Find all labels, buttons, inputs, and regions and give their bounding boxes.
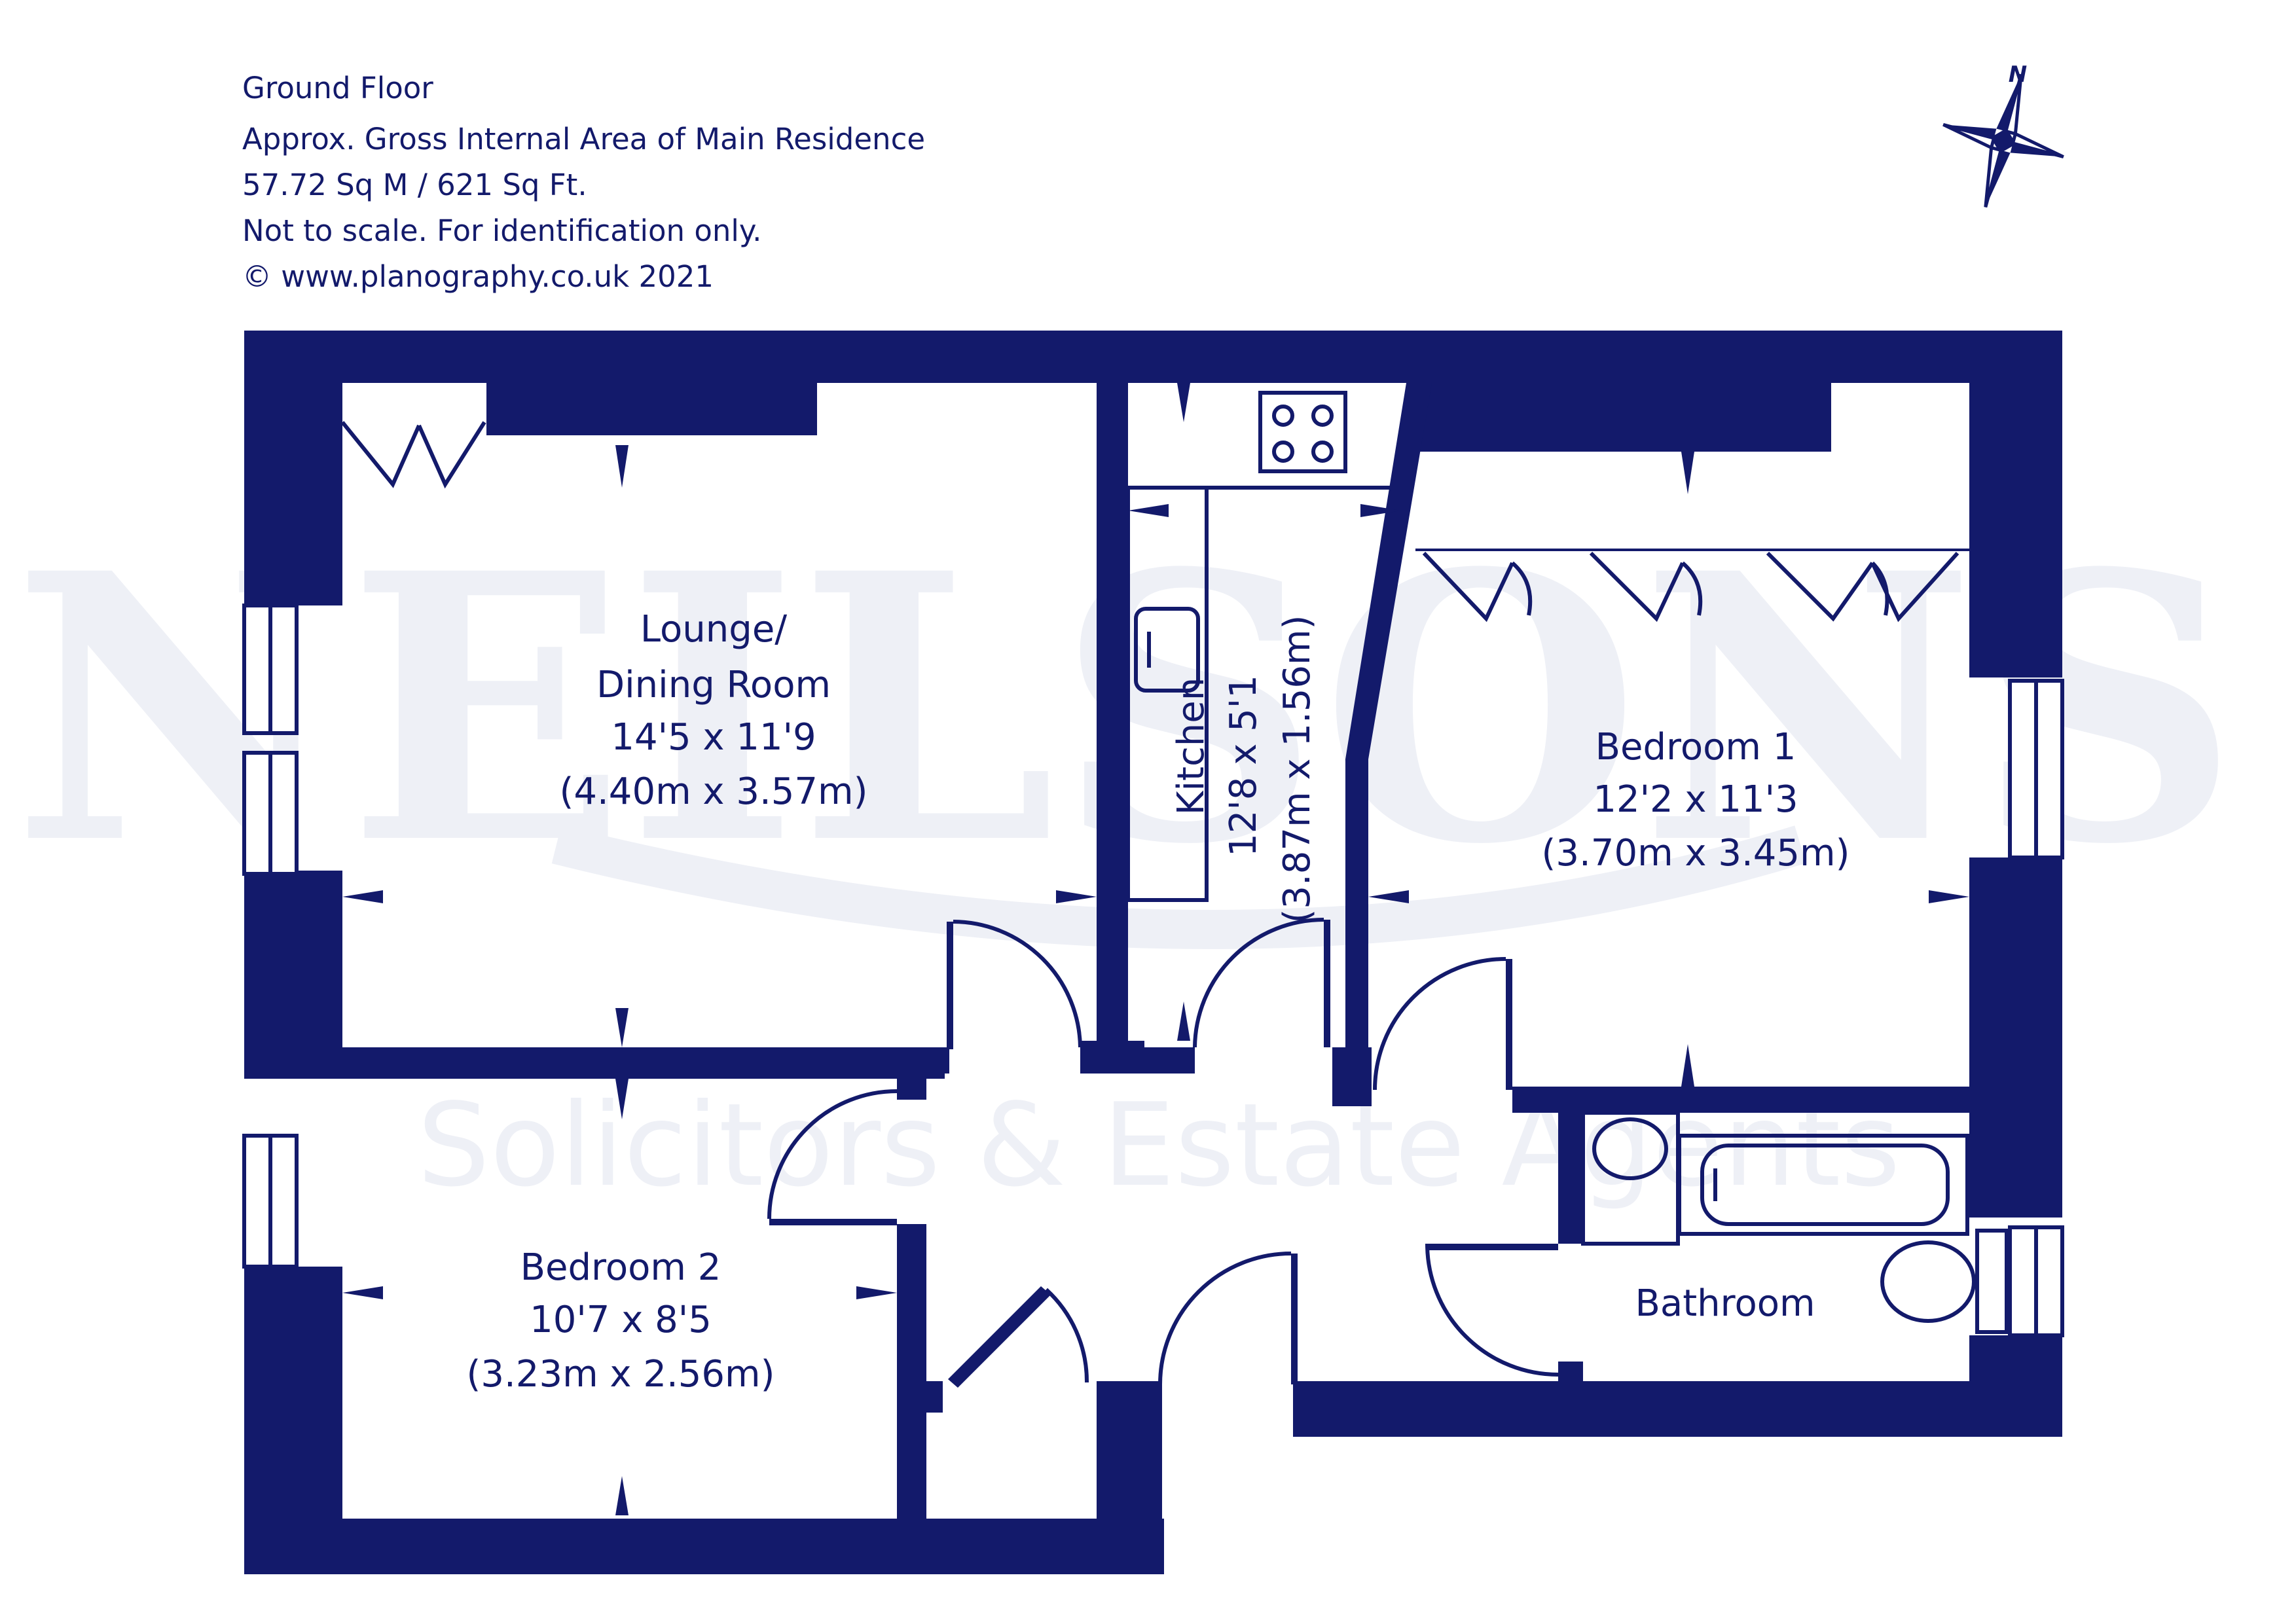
bedroom1-name: Bedroom 1	[1595, 726, 1796, 768]
area-title: Approx. Gross Internal Area of Main Resi…	[242, 122, 925, 156]
lounge-name-1: Lounge/	[640, 608, 787, 651]
door-hall	[1291, 1254, 1298, 1384]
door-bedroom2-swing	[767, 1089, 898, 1219]
door-bedroom2	[769, 1219, 897, 1225]
door-cupboard-swing	[1044, 1288, 1089, 1383]
kitchen-imperial: 12'8 x 5'1	[1222, 675, 1265, 857]
room-labels: Lounge/ Dining Room 14'5 x 11'9 (4.40m x…	[467, 608, 1850, 1396]
bedroom1-imperial: 12'2 x 11'3	[1593, 778, 1798, 821]
floor-label: Ground Floor	[242, 71, 433, 105]
toilet-cistern	[1975, 1229, 2009, 1334]
lounge-imperial: 14'5 x 11'9	[611, 716, 816, 759]
door-bathroom-swing	[1425, 1243, 1559, 1377]
door-kitchen	[1324, 920, 1330, 1047]
walls	[244, 331, 2062, 1574]
bifold-door-icon	[1422, 551, 1959, 623]
wardrobes	[340, 421, 1969, 623]
dimension-arrows	[342, 383, 1969, 1515]
basin-icon	[1592, 1117, 1668, 1180]
doors	[767, 918, 1559, 1388]
door-lounge	[947, 922, 953, 1049]
area-value: 57.72 Sq M / 621 Sq Ft.	[242, 168, 587, 202]
hob-icon	[1258, 391, 1347, 473]
disclaimer: Not to scale. For identification only.	[242, 213, 762, 248]
door-bedroom1	[1506, 959, 1512, 1090]
basin-surround	[1581, 1111, 1680, 1246]
bathroom-fittings	[1581, 1111, 2009, 1334]
watermark-arc-icon	[551, 825, 1806, 949]
door-bathroom	[1427, 1244, 1558, 1250]
door-cupboard	[948, 1286, 1051, 1388]
lounge-metric: (4.40m x 3.57m)	[560, 770, 868, 813]
kitchen-fittings	[1126, 391, 1400, 902]
lounge-name-2: Dining Room	[596, 664, 831, 706]
compass-rose-icon	[1942, 73, 2064, 208]
bifold-door-icon	[340, 421, 486, 489]
windows	[242, 604, 2064, 1337]
door-hall-swing	[1158, 1252, 1292, 1385]
kitchen-metric: (3.87m x 1.56m)	[1276, 615, 1319, 924]
door-kitchen-swing	[1193, 918, 1324, 1048]
copyright: © www.planography.co.uk 2021	[242, 259, 714, 294]
sink-icon	[1134, 607, 1200, 693]
compass-north-label: N	[2009, 62, 2027, 88]
door-bedroom1-swing	[1373, 957, 1506, 1091]
bathroom-name: Bathroom	[1635, 1282, 1815, 1325]
bedroom2-name: Bedroom 2	[520, 1246, 721, 1289]
bedroom2-imperial: 10'7 x 8'5	[530, 1299, 712, 1341]
bedroom2-metric: (3.23m x 2.56m)	[467, 1353, 775, 1396]
toilet-icon	[1880, 1240, 1976, 1323]
worktop	[1126, 486, 1209, 902]
bedroom1-metric: (3.70m x 3.45m)	[1542, 832, 1850, 875]
door-lounge-swing	[953, 920, 1082, 1048]
kitchen-name: Kitchen	[1170, 677, 1212, 815]
